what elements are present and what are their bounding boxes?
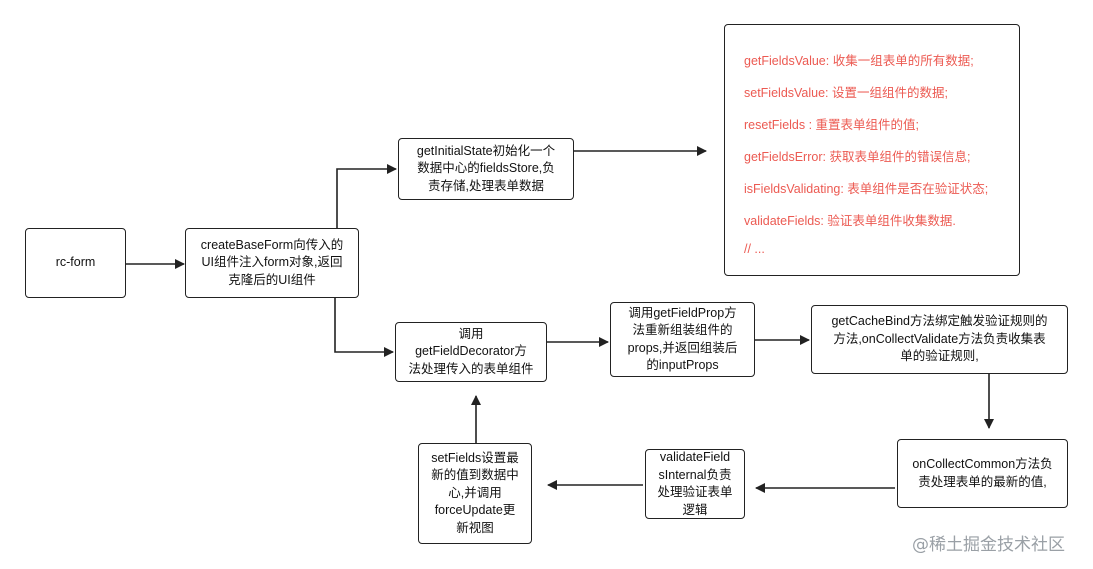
on-collect-common-label: onCollectCommon方法负 责处理表单的最新的值, (912, 457, 1053, 489)
form-methods-panel: getFieldsValue: 收集一组表单的所有数据; setFieldsVa… (724, 24, 1020, 276)
arrow-createbaseform-to-getinitialstate (336, 164, 397, 228)
get-field-decorator-node: 调用 getFieldDecorator方 法处理传入的表单组件 (395, 322, 547, 382)
get-initial-state-label: getInitialState初始化一个 数据中心的fieldsStore,负 … (416, 143, 556, 193)
method-get-fields-value: getFieldsValue: 收集一组表单的所有数据; (744, 54, 974, 68)
rc-form-label: rc-form (55, 255, 96, 270)
get-cache-bind-label: getCacheBind方法绑定触发验证规则的 方法,onCollectVali… (831, 314, 1048, 364)
create-base-form-label: createBaseForm向传入的 UI组件注入form对象,返回 克隆后的U… (200, 237, 344, 287)
method-is-fields-validating: isFieldsValidating: 表单组件是否在验证状态; (744, 182, 989, 196)
get-field-prop-label: 调用getFieldProp方 法重新组装组件的 props,并返回组装后 的i… (627, 305, 738, 373)
method-validate-fields: validateFields: 验证表单组件收集数据. (744, 214, 956, 228)
method-ellipsis: // ... (744, 242, 765, 256)
method-get-fields-error: getFieldsError: 获取表单组件的错误信息; (744, 150, 971, 164)
set-fields-node: setFields设置最 新的值到数据中 心,并调用 forceUpdate更 … (418, 443, 532, 544)
on-collect-common-node: onCollectCommon方法负 责处理表单的最新的值, (897, 439, 1068, 508)
get-field-decorator-label: 调用 getFieldDecorator方 法处理传入的表单组件 (408, 326, 534, 376)
validate-fields-internal-node: validateField sInternal负责 处理验证表单 逻辑 (645, 449, 745, 519)
validate-fields-internal-label: validateField sInternal负责 处理验证表单 逻辑 (657, 450, 733, 517)
set-fields-label: setFields设置最 新的值到数据中 心,并调用 forceUpdate更 … (431, 450, 519, 535)
get-cache-bind-node: getCacheBind方法绑定触发验证规则的 方法,onCollectVali… (811, 305, 1068, 374)
rc-form-node: rc-form (25, 228, 126, 298)
method-reset-fields: resetFields : 重置表单组件的值; (744, 118, 920, 132)
get-field-prop-node: 调用getFieldProp方 法重新组装组件的 props,并返回组装后 的i… (610, 302, 755, 377)
watermark: @稀土掘金技术社区 (912, 535, 1065, 555)
arrow-createbaseform-to-getfielddecorator (334, 298, 394, 357)
create-base-form-node: createBaseForm向传入的 UI组件注入form对象,返回 克隆后的U… (185, 228, 359, 298)
method-set-fields-value: setFieldsValue: 设置一组组件的数据; (744, 86, 948, 100)
get-initial-state-node: getInitialState初始化一个 数据中心的fieldsStore,负 … (398, 138, 574, 200)
